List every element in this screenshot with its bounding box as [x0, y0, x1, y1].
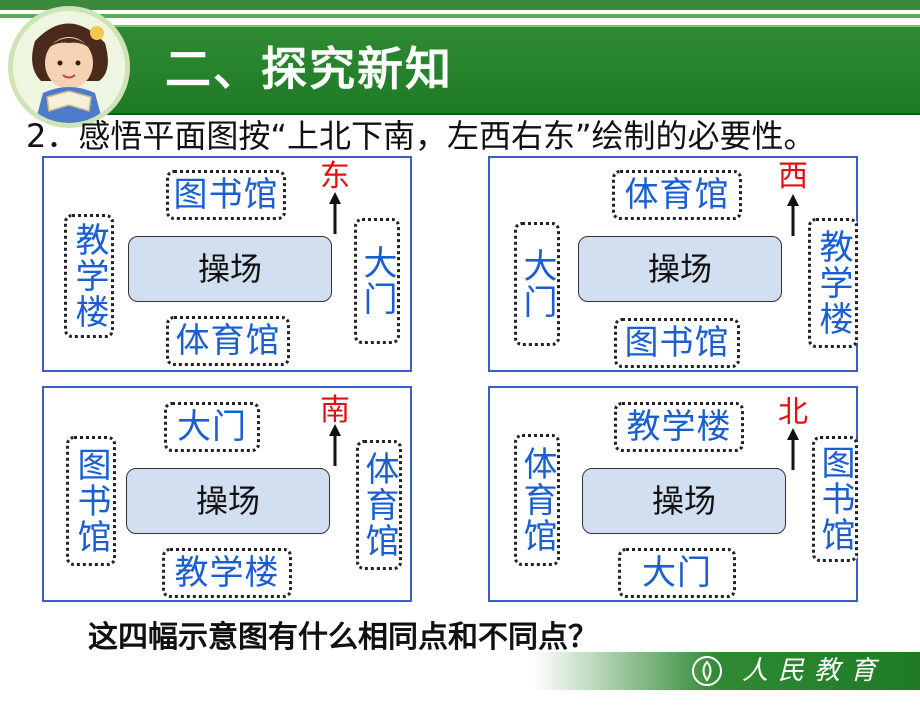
page-title: 二、探究新知 [165, 42, 453, 96]
header-band [60, 25, 920, 115]
panel-2-direction-label: 西 [778, 159, 808, 194]
north-arrow-icon [787, 428, 799, 470]
panel-4-direction-label: 北 [778, 395, 808, 430]
north-arrow-icon [329, 424, 341, 466]
panel-1-left-building: 教学楼 [64, 214, 114, 338]
panel-2-left-building: 大门 [514, 222, 560, 346]
panel-4-top-building: 教学楼 [614, 402, 744, 452]
panel-2-right-building: 教学楼 [808, 218, 858, 348]
panel-2-field: 操场 [578, 236, 782, 302]
panel-3-left-building: 图书馆 [66, 436, 116, 566]
panel-1-field: 操场 [128, 236, 332, 302]
publisher-logo-icon [692, 656, 722, 686]
north-arrow-icon [787, 194, 799, 236]
panel-4-right-building: 图书馆 [812, 436, 858, 562]
panel-2-bottom-building: 图书馆 [614, 318, 740, 368]
panel-3-top-building: 大门 [164, 402, 260, 452]
header-top-stripe [0, 0, 920, 10]
girl-reading-illustration [8, 6, 130, 128]
diagram-panel-3: 大门 图书馆 操场 体育馆 教学楼 南 [42, 386, 412, 602]
panel-3-field: 操场 [126, 468, 330, 534]
panel-1-direction-label: 东 [320, 159, 350, 194]
footer-bar [0, 652, 920, 690]
panel-4-field: 操场 [582, 468, 786, 534]
diagram-panel-1: 图书馆 教学楼 操场 大门 体育馆 东 [42, 156, 412, 372]
panel-4-left-building: 体育馆 [514, 434, 560, 566]
question-text: 这四幅示意图有什么相同点和不同点？ [88, 620, 598, 655]
panel-1-bottom-building: 体育馆 [166, 316, 290, 366]
diagram-panel-2: 体育馆 大门 操场 教学楼 图书馆 西 [488, 156, 858, 372]
panel-1-right-building: 大门 [354, 218, 400, 344]
panel-4-bottom-building: 大门 [618, 548, 736, 598]
panel-3-right-building: 体育馆 [356, 440, 402, 570]
north-arrow-icon [329, 192, 341, 234]
subtitle-text: 2．感悟平面图按“上北下南，左西右东”绘制的必要性。 [26, 117, 816, 155]
panel-3-direction-label: 南 [320, 393, 350, 428]
panel-1-top-building: 图书馆 [166, 170, 286, 220]
publisher-name: 人民教育出版社 [742, 656, 887, 724]
header-thin-stripe [0, 14, 920, 18]
panel-2-top-building: 体育馆 [612, 170, 742, 220]
diagram-panel-4: 教学楼 体育馆 操场 图书馆 大门 北 [488, 386, 858, 602]
panel-3-bottom-building: 教学楼 [162, 548, 292, 598]
